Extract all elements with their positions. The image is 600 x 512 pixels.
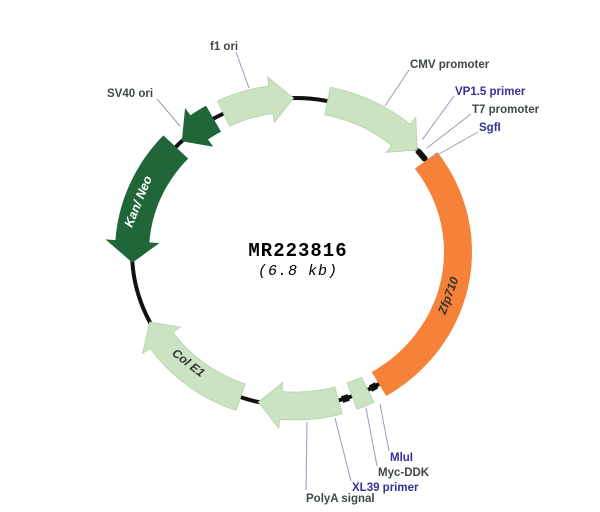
feature-sgfi-site (415, 148, 428, 162)
leader-line-vp15-primer (421, 95, 455, 141)
leader-line-mlui (379, 403, 390, 452)
leader-line-cmv-promoter (384, 69, 410, 107)
feature-label-f1-ori: f1 ori (210, 41, 238, 53)
feature-cmv-promoter (324, 86, 418, 153)
feature-label-xl39-primer: XL39 primer (352, 482, 419, 494)
leader-line-sgfi (431, 131, 479, 159)
feature-label-polya-signal: PolyA signal (306, 493, 375, 505)
leader-line-xl39-primer (334, 417, 352, 482)
feature-myc-ddk-tag (346, 376, 375, 410)
feature-label-vp15-primer: VP1.5 primer (455, 86, 526, 98)
feature-col-e1 (141, 321, 246, 411)
feature-label-mlui: MluI (390, 452, 413, 464)
feature-f1-ori (216, 75, 295, 127)
feature-zfp710-orf (371, 152, 472, 396)
feature-label-sv40-ori: SV40 ori (107, 88, 153, 100)
plasmid-size: (6.8 kb) (257, 263, 338, 280)
plasmid-name: MR223816 (248, 240, 348, 262)
site-marker-mlui-site (368, 382, 379, 392)
leader-line-f1-ori (235, 51, 250, 89)
site-marker-tag-gap-site (340, 394, 350, 403)
feature-label-sgfi: SgfI (479, 122, 501, 134)
leader-line-myc-ddk (365, 407, 378, 467)
feature-label-cmv-promoter: CMV promoter (410, 59, 490, 71)
leader-line-polya-signal (305, 421, 308, 491)
leader-line-sv40-ori (156, 98, 181, 127)
feature-sv40-ori (181, 105, 221, 147)
feature-kan-neo (105, 135, 189, 263)
feature-label-t7-promoter: T7 promoter (472, 104, 540, 116)
feature-polya-region (257, 381, 343, 430)
feature-label-myc-ddk: Myc-DDK (378, 467, 430, 479)
leader-line-t7-promoter (426, 113, 472, 149)
